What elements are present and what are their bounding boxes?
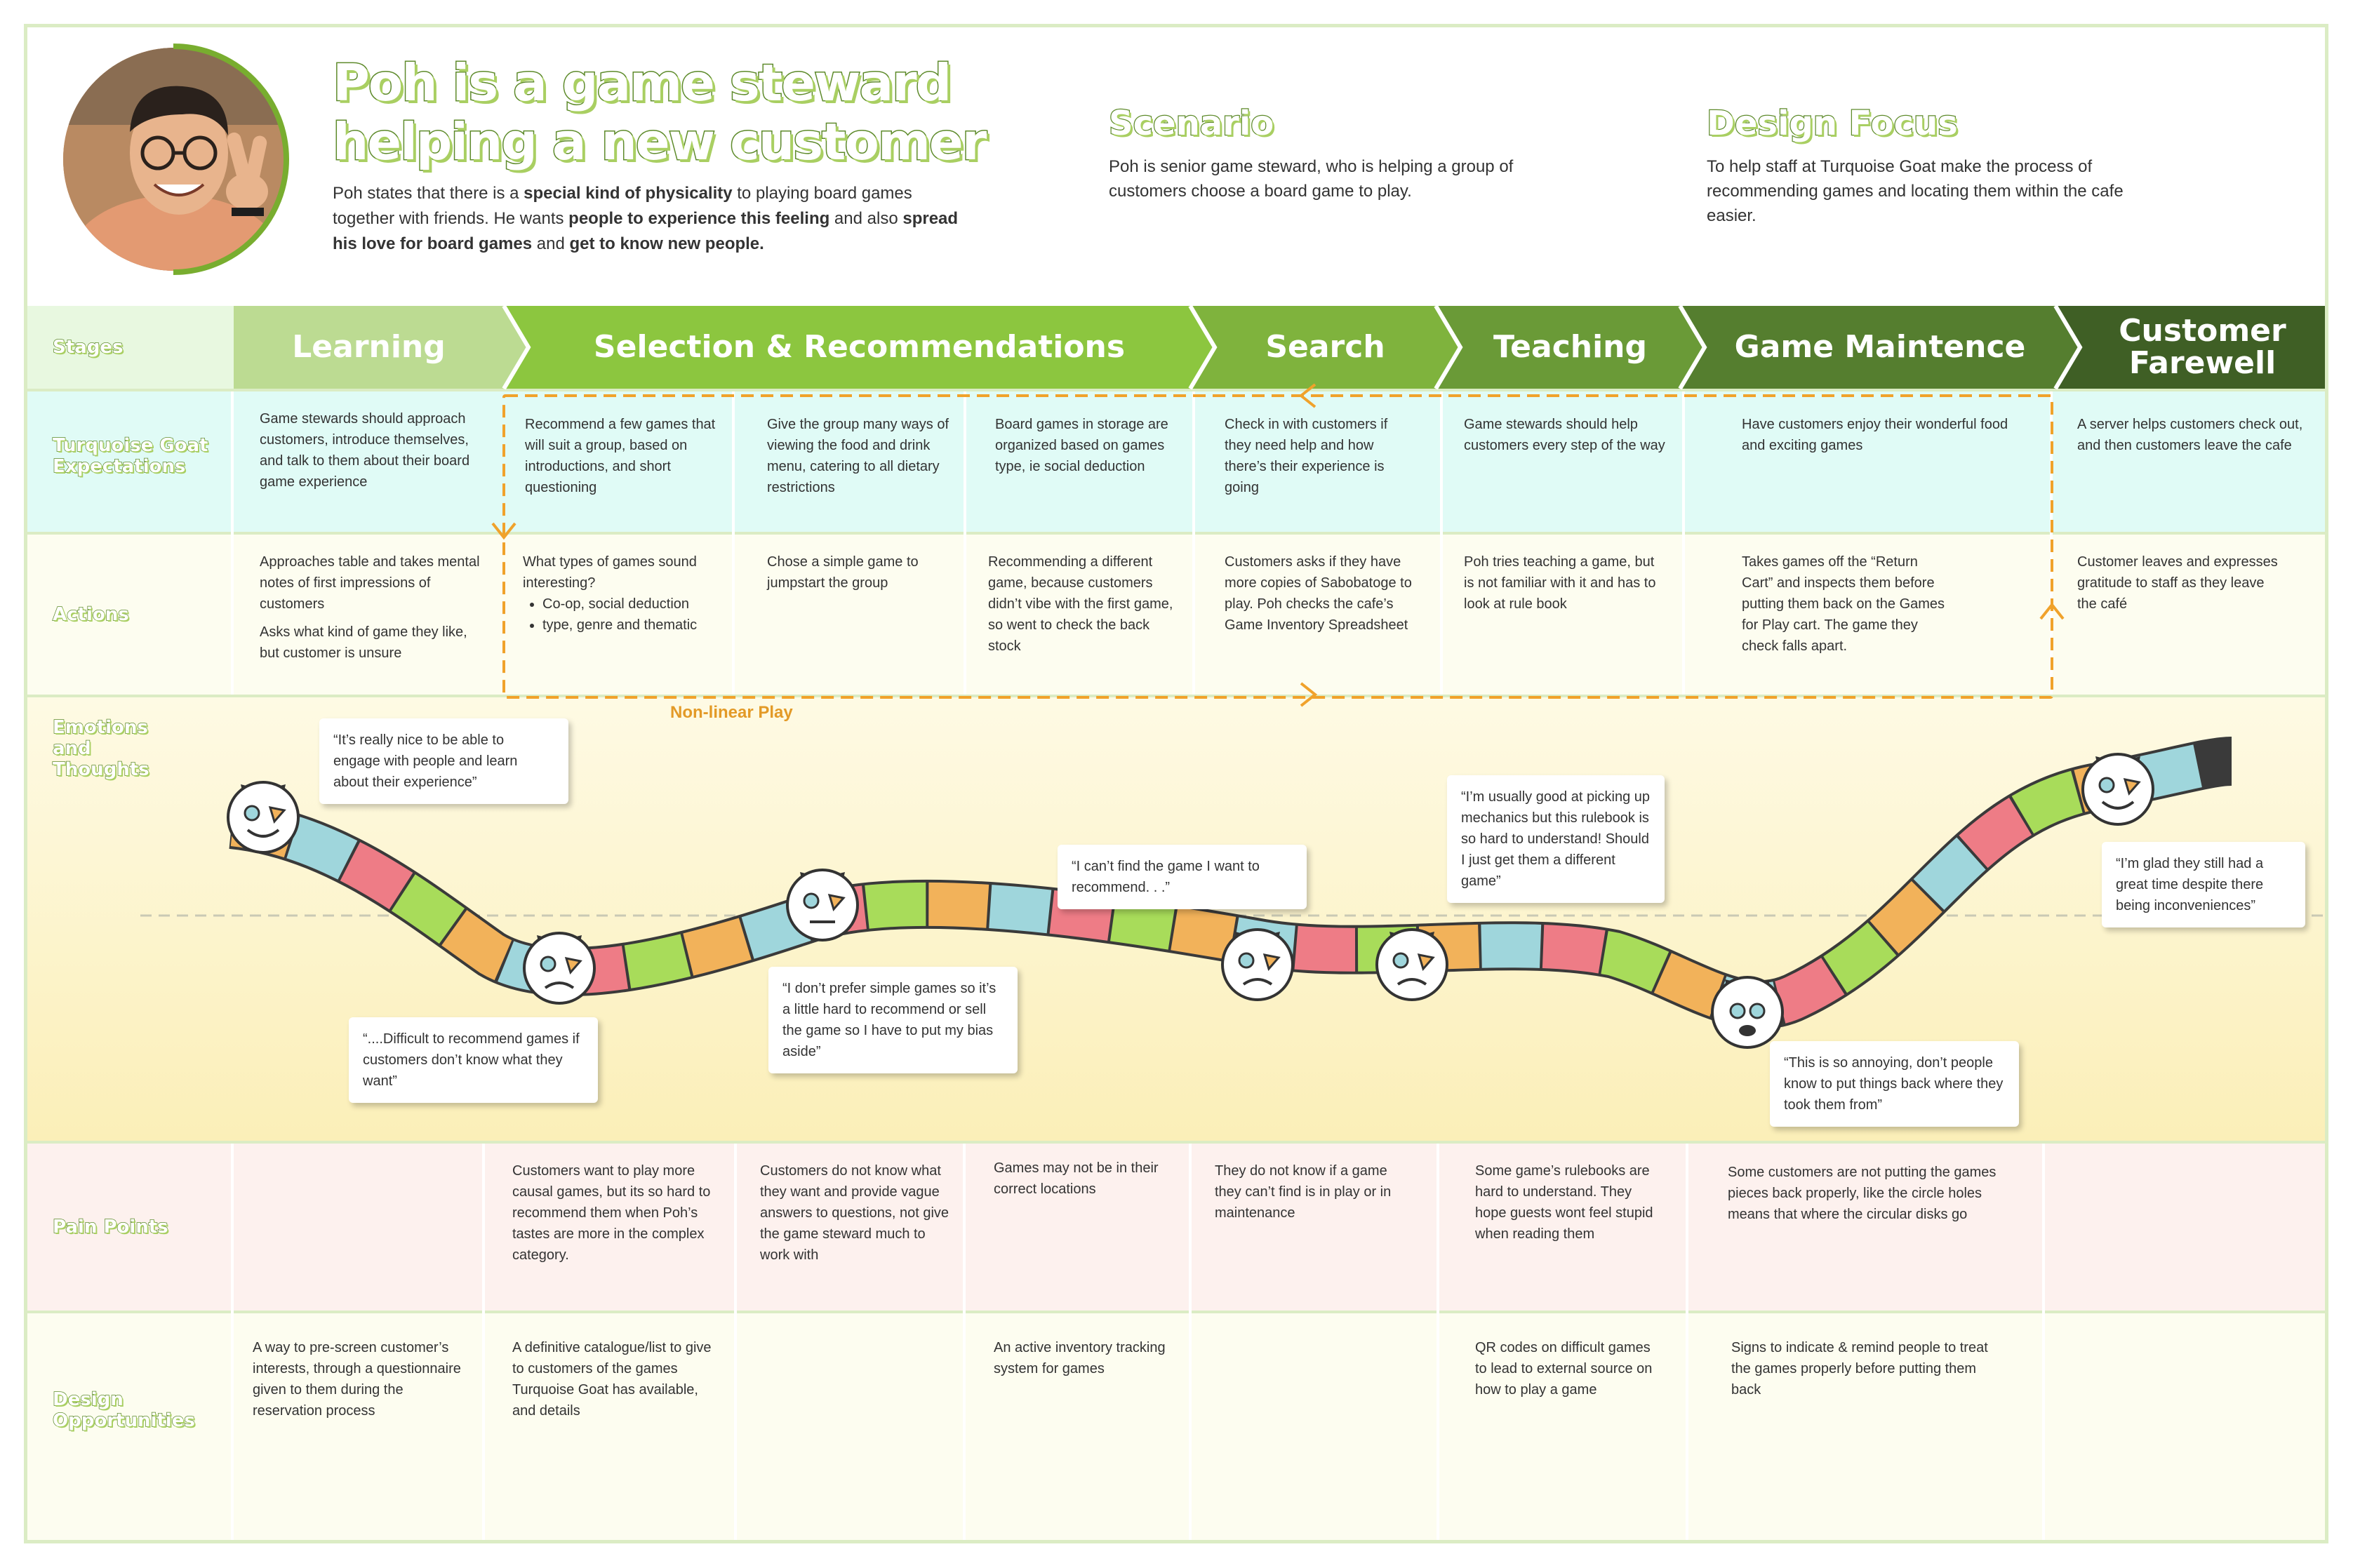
stage-learning: Learning xyxy=(292,329,446,365)
expectation-selection-2: Give the group many ways of viewing the … xyxy=(767,417,949,495)
title-line-2: helping a new customer xyxy=(332,112,988,173)
opportunities-band xyxy=(27,1313,2325,1540)
row-divider xyxy=(27,1141,2325,1144)
column-divider xyxy=(964,391,966,695)
stage-chevron-selection xyxy=(504,306,1215,389)
pain-point-teaching: Some game’s rulebooks are hard to unders… xyxy=(1475,1163,1653,1242)
quote-simple-games: “I don’t prefer simple games so it’s a l… xyxy=(768,967,1018,1073)
goat-icon-sad-1 xyxy=(523,932,596,1005)
opportunity-learning: A way to pre-screen customer’s interests… xyxy=(253,1340,461,1419)
action-selection-1: What types of games sound interesting? C… xyxy=(523,551,726,636)
loop-arrow-up xyxy=(2039,602,2065,620)
row-label-pain-points: Pain Points xyxy=(52,1216,168,1238)
expectation-farewell: A server helps customers check out, and … xyxy=(2077,417,2303,453)
quote-learning-positive: “It’s really nice to be able to engage w… xyxy=(319,718,568,804)
expectation-search: Check in with customers if they need hel… xyxy=(1225,417,1388,495)
loop-arrow-right xyxy=(1300,682,1318,707)
expectation-teaching: Game stewards should help customers ever… xyxy=(1464,417,1665,453)
pain-points-band xyxy=(27,1144,2325,1311)
column-divider xyxy=(1192,391,1195,695)
goat-icon-neutral-1 xyxy=(786,869,859,942)
nonlinear-play-label: Non-linear Play xyxy=(670,703,793,722)
action-search: Customers asks if they have more copies … xyxy=(1225,554,1412,633)
pain-point-maintenance: Some customers are not putting the games… xyxy=(1728,1165,1997,1222)
goat-icon-angry xyxy=(1711,976,1784,1049)
persona-intro: Poh states that there is a special kind … xyxy=(333,184,959,253)
goat-icon-sad-2 xyxy=(1221,928,1294,1001)
stage-customer-farewell: Customer Farewell xyxy=(2119,313,2286,381)
quote-rulebook: “I’m usually good at picking up mechanic… xyxy=(1447,775,1665,903)
column-divider xyxy=(231,391,234,695)
expectations-band xyxy=(27,391,2325,532)
quote-learning-difficult: “....Difficult to recommend games if cus… xyxy=(349,1017,598,1103)
pain-point-selection-2: Customers do not know what they want and… xyxy=(760,1163,949,1263)
design-focus-text: To help staff at Turquoise Goat make the… xyxy=(1707,157,2124,225)
row-label-actions: Actions xyxy=(52,603,129,626)
quote-glad: “I’m glad they still had a great time de… xyxy=(2102,842,2305,927)
pain-point-selection-3: Games may not be in their correct locati… xyxy=(994,1160,1159,1197)
column-divider xyxy=(2042,1144,2045,1540)
goat-icon-happy-end xyxy=(2081,753,2154,826)
pain-point-selection-1: Customers want to play more causal games… xyxy=(512,1163,711,1263)
row-divider xyxy=(27,1311,2325,1313)
loop-arrow-left xyxy=(1298,383,1317,408)
stage-chevron-learning xyxy=(234,306,528,389)
column-divider xyxy=(1189,1144,1192,1540)
row-label-emotions: Emotions and Thoughts xyxy=(52,716,149,781)
action-learning: Approaches table and takes mental notes … xyxy=(260,554,480,661)
stage-game-maintenance: Game Maintence xyxy=(1734,329,2026,365)
action-maintenance: Takes games off the “Return Cart” and in… xyxy=(1742,554,1945,654)
column-divider xyxy=(231,1144,234,1540)
expectation-selection-1: Recommend a few games that will suit a g… xyxy=(525,417,716,495)
column-divider xyxy=(963,1144,966,1540)
actions-band xyxy=(27,535,2325,695)
row-divider xyxy=(27,389,2325,391)
column-divider xyxy=(734,1144,737,1540)
expectation-maintenance: Have customers enjoy their wonderful foo… xyxy=(1742,417,2008,453)
opportunity-selection-1: A definitive catalogue/list to give to c… xyxy=(512,1340,712,1419)
scenario-text: Poh is senior game steward, who is helpi… xyxy=(1109,157,1514,201)
journey-map-frame xyxy=(24,24,2328,1543)
opportunity-selection-3: An active inventory tracking system for … xyxy=(994,1340,1166,1376)
stage-chevron-maintenance xyxy=(1680,306,2080,389)
column-divider xyxy=(732,391,735,695)
stage-teaching: Teaching xyxy=(1493,329,1647,365)
quote-annoying: “This is so annoying, don’t people know … xyxy=(1770,1041,2019,1127)
row-label-expectations: Turquoise Goat Expectations xyxy=(52,434,208,478)
stage-selection-recommendations: Selection & Recommendations xyxy=(593,329,1126,365)
loop-arrow-down xyxy=(491,522,516,540)
action-selection-3: Recommending a different game, because c… xyxy=(988,554,1173,654)
opportunity-maintenance: Signs to indicate & remind people to tre… xyxy=(1731,1340,1988,1398)
row-label-stages: Stages xyxy=(52,336,124,359)
opportunity-teaching: QR codes on difficult games to lead to e… xyxy=(1475,1340,1653,1398)
expectation-learning: Game stewards should approach customers,… xyxy=(260,411,470,490)
column-divider xyxy=(482,1144,485,1540)
row-label-design-opportunities: Design Opportunities xyxy=(52,1388,195,1432)
stage-chevron-teaching xyxy=(1436,306,1705,389)
action-teaching: Poh tries teaching a game, but is not fa… xyxy=(1464,554,1656,612)
action-farewell: Customer leaves and expresses gratitude … xyxy=(2077,554,2278,612)
goat-icon-happy-start xyxy=(227,781,300,854)
goat-icon-sad-3 xyxy=(1375,928,1448,1001)
column-divider xyxy=(1437,1144,1439,1540)
stage-search: Search xyxy=(1265,329,1385,365)
column-divider xyxy=(1440,391,1443,695)
quote-cant-find: “I can’t find the game I want to recomme… xyxy=(1058,845,1307,909)
expectation-selection-3: Board games in storage are organized bas… xyxy=(995,417,1168,474)
title-line-1: Poh is a game steward xyxy=(332,53,953,114)
stage-chevron-farewell xyxy=(2055,306,2325,389)
action-selection-2: Chose a simple game to jumpstart the gro… xyxy=(767,554,919,591)
persona-title: Poh is a game steward helping a new cust… xyxy=(332,53,1034,173)
column-divider xyxy=(1682,391,1685,695)
column-divider xyxy=(1686,1144,1688,1540)
row-divider xyxy=(27,532,2325,535)
path-segment xyxy=(229,739,2232,1026)
stage-chevron-search xyxy=(1190,306,1460,389)
pain-point-search: They do not know if a game they can’t fi… xyxy=(1215,1163,1392,1221)
design-focus-heading: Design Focus xyxy=(1706,103,1959,145)
scenario-heading: Scenario xyxy=(1108,103,1275,145)
